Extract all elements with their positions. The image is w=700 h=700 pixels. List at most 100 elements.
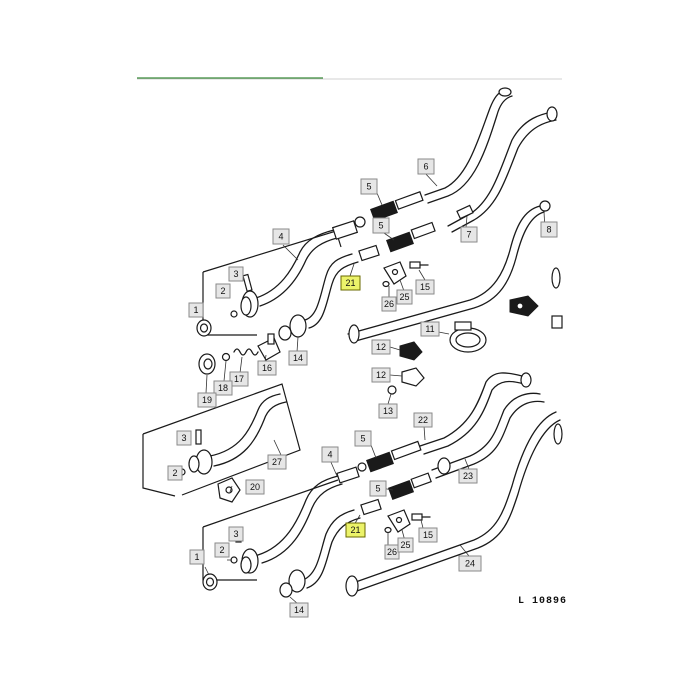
callout-box bbox=[417, 158, 435, 175]
upper-hose-assembly bbox=[240, 216, 366, 318]
callout-number: 26 bbox=[387, 547, 397, 557]
callout-18: 18 bbox=[213, 380, 233, 396]
callout-26: 26 bbox=[384, 544, 400, 560]
callout-15: 15 bbox=[415, 279, 435, 295]
callout-number: 19 bbox=[202, 395, 212, 405]
seal-part bbox=[198, 353, 216, 375]
callout-number: 23 bbox=[463, 471, 473, 481]
callout-4: 4 bbox=[272, 228, 290, 245]
callout-box bbox=[460, 226, 478, 243]
callout-24: 24 bbox=[458, 555, 482, 572]
callout-22: 22 bbox=[413, 412, 433, 428]
callout-number: 27 bbox=[272, 457, 282, 467]
callout-box bbox=[188, 302, 204, 318]
callout-number: 22 bbox=[418, 415, 428, 425]
callout-16: 16 bbox=[257, 360, 277, 376]
callout-box bbox=[214, 542, 230, 558]
callout-number: 7 bbox=[466, 230, 471, 240]
callout-number: 17 bbox=[234, 374, 244, 384]
hose-clamp-part bbox=[449, 321, 487, 353]
callout-14: 14 bbox=[288, 350, 308, 366]
callout-box bbox=[213, 380, 233, 396]
callout-3: 3 bbox=[176, 430, 192, 446]
callout-highlight-box bbox=[340, 275, 361, 291]
callout-box bbox=[372, 217, 390, 234]
callout-box bbox=[396, 289, 413, 305]
callout-box bbox=[360, 178, 378, 195]
callout-number: 20 bbox=[250, 482, 260, 492]
callout-2: 2 bbox=[167, 465, 183, 481]
callout-box bbox=[229, 371, 249, 387]
callout-number: 3 bbox=[233, 269, 238, 279]
clamp-block-part bbox=[387, 341, 425, 395]
callout-number: 12 bbox=[376, 342, 386, 352]
callout-2: 2 bbox=[215, 283, 231, 299]
callout-number: 14 bbox=[294, 605, 304, 615]
callout-number: 4 bbox=[278, 232, 283, 242]
callout-box bbox=[176, 430, 192, 446]
callout-number: 5 bbox=[378, 221, 383, 231]
callout-box bbox=[228, 526, 244, 542]
callout-box bbox=[215, 283, 231, 299]
callout-17: 17 bbox=[229, 371, 249, 387]
callout-number: 5 bbox=[360, 434, 365, 444]
callout-number: 6 bbox=[423, 162, 428, 172]
callout-number: 5 bbox=[366, 182, 371, 192]
header-rule bbox=[137, 77, 562, 80]
callout-1: 1 bbox=[189, 549, 205, 565]
callout-27: 27 bbox=[267, 454, 287, 470]
callout-25: 25 bbox=[397, 537, 414, 553]
lower-hose-assembly bbox=[230, 462, 367, 574]
callout-1: 1 bbox=[188, 302, 204, 318]
callout-box bbox=[167, 465, 183, 481]
callout-number: 18 bbox=[218, 383, 228, 393]
callout-box bbox=[369, 480, 387, 497]
callout-box bbox=[354, 430, 372, 447]
callout-11: 11 bbox=[420, 321, 440, 337]
callout-number: 21 bbox=[345, 278, 355, 288]
right-edge-parts bbox=[509, 267, 563, 329]
callout-2: 2 bbox=[214, 542, 230, 558]
o-ring-part-lower bbox=[202, 573, 218, 591]
callout-box bbox=[245, 479, 265, 495]
callout-number: 3 bbox=[181, 433, 186, 443]
o-ring-part bbox=[196, 319, 212, 337]
pipe-24 bbox=[345, 411, 563, 597]
callout-box bbox=[420, 321, 440, 337]
callout-box bbox=[371, 339, 391, 355]
callout-number: 5 bbox=[375, 484, 380, 494]
callout-number: 14 bbox=[293, 353, 303, 363]
bracket-part bbox=[217, 477, 241, 503]
callout-box bbox=[381, 296, 397, 312]
callout-box bbox=[415, 279, 435, 295]
callout-number: 1 bbox=[194, 552, 199, 562]
callout-number: 13 bbox=[383, 406, 393, 416]
callout-box bbox=[458, 468, 478, 484]
lower-inner-hose bbox=[279, 498, 382, 598]
callout-box bbox=[189, 549, 205, 565]
pipe-8 bbox=[347, 200, 551, 344]
callout-23: 23 bbox=[458, 468, 478, 484]
callout-box bbox=[257, 360, 277, 376]
callout-box bbox=[267, 454, 287, 470]
callout-6: 6 bbox=[417, 158, 435, 175]
middle-assembly-frame bbox=[142, 383, 339, 581]
callout-number: 4 bbox=[327, 450, 332, 460]
callout-number: 8 bbox=[546, 225, 551, 235]
callout-5: 5 bbox=[369, 480, 387, 497]
callout-3: 3 bbox=[228, 526, 244, 542]
callout-7: 7 bbox=[460, 226, 478, 243]
callout-box bbox=[288, 350, 308, 366]
callout-number: 15 bbox=[420, 282, 430, 292]
middle-hose-assembly bbox=[178, 393, 287, 476]
callout-5: 5 bbox=[372, 217, 390, 234]
callout-box bbox=[228, 266, 244, 282]
callout-5: 5 bbox=[354, 430, 372, 447]
clamp-plate-part-lower bbox=[384, 509, 431, 534]
callout-number: 26 bbox=[384, 299, 394, 309]
pipe-22-23 bbox=[419, 372, 545, 479]
callout-number: 2 bbox=[220, 286, 225, 296]
callout-number: 3 bbox=[233, 529, 238, 539]
callout-21: 21 bbox=[345, 522, 366, 538]
callout-number: 2 bbox=[172, 468, 177, 478]
